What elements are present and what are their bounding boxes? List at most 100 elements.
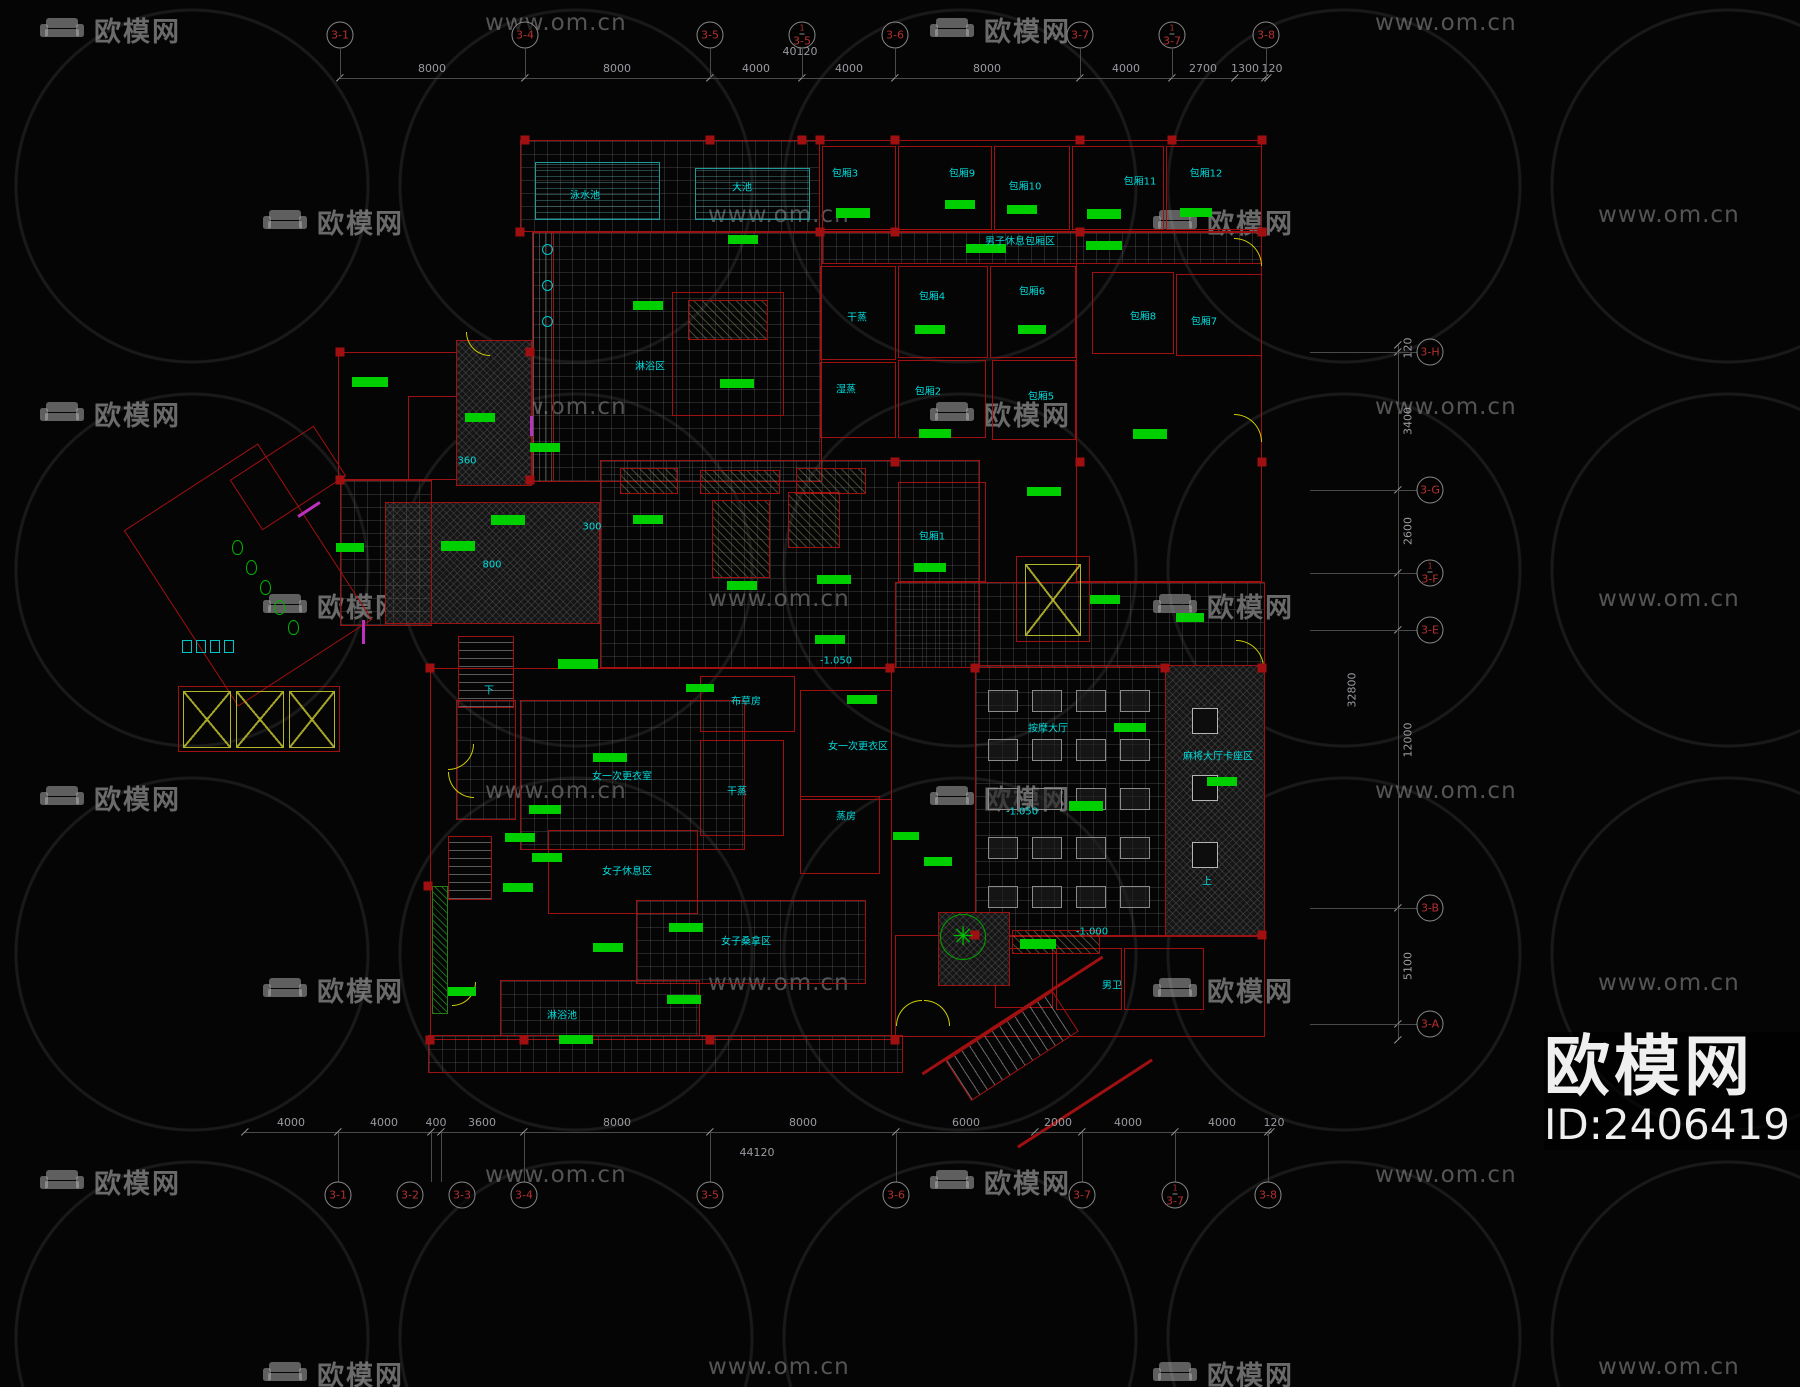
room-wall xyxy=(1092,272,1174,354)
grid-bubble: 3-G xyxy=(1416,476,1444,504)
watermark-brand-text: 欧模网 xyxy=(317,1361,404,1387)
highlight-marker xyxy=(558,659,598,669)
dimension-text: 4000 xyxy=(277,1116,305,1129)
leader-line xyxy=(1175,1132,1176,1182)
leader-line xyxy=(1310,630,1417,631)
watermark-brand-text: 欧模网 xyxy=(317,977,404,1008)
highlight-marker xyxy=(593,753,627,762)
grid-bubble-sup: 1 xyxy=(799,23,805,34)
watermark-brand: 欧模网 xyxy=(1153,586,1294,625)
sofa-icon xyxy=(263,591,307,621)
watermark-url: www.om.cn xyxy=(1598,202,1740,228)
highlight-marker xyxy=(1069,801,1103,811)
massage-chair xyxy=(988,788,1018,810)
highlight-marker xyxy=(1207,777,1237,786)
elevator-icon xyxy=(183,691,231,748)
grid-bubble: 3-1 xyxy=(326,21,354,49)
column-marker xyxy=(335,347,345,357)
mahjong-table xyxy=(1192,708,1218,734)
room-tile xyxy=(520,700,745,850)
dimension-text: 8000 xyxy=(603,62,631,75)
fixture-icon xyxy=(182,640,192,653)
door-frame-line xyxy=(362,620,365,644)
toilet-icon xyxy=(246,560,257,575)
room-wall xyxy=(430,668,892,1040)
column-marker xyxy=(1160,663,1170,673)
room-tile xyxy=(822,232,1262,264)
highlight-marker xyxy=(914,563,946,572)
grid-bubble: 3-A xyxy=(1416,1010,1444,1038)
highlight-marker xyxy=(503,883,533,892)
highlight-marker xyxy=(532,853,562,862)
axis-total: 40120 xyxy=(782,45,818,58)
room-label: 包厢10 xyxy=(1008,181,1042,193)
highlight-marker xyxy=(559,1035,593,1044)
watermark-brand: 欧模网 xyxy=(930,10,1071,49)
room-hatch xyxy=(712,500,770,578)
leader-line xyxy=(896,1132,897,1182)
highlight-marker xyxy=(1133,429,1167,439)
watermark-url-text: www.om.cn xyxy=(1598,586,1740,612)
dimension-text: 2700 xyxy=(1189,62,1217,75)
massage-chair xyxy=(1032,886,1062,908)
toilet-icon xyxy=(260,580,271,595)
column-marker xyxy=(705,1035,715,1045)
room-label: 包厢3 xyxy=(831,168,859,180)
room-wall xyxy=(548,830,698,914)
dimension-line xyxy=(245,1132,1272,1133)
column-marker xyxy=(520,135,530,145)
watermark-brand-text: 欧模网 xyxy=(1207,209,1294,240)
highlight-marker xyxy=(1087,209,1121,219)
room-label: 800 xyxy=(482,559,502,571)
column-marker xyxy=(515,227,525,237)
grid-bubble-label: 3-2 xyxy=(401,1188,419,1202)
grid-bubble: 3-8 xyxy=(1254,1181,1282,1209)
watermark-brand: 欧模网 xyxy=(263,1354,404,1387)
room-label: 麻将大厅卡座区 xyxy=(1183,751,1253,763)
room-label: 包厢5 xyxy=(1027,391,1055,403)
dimension-text: 1300 xyxy=(1231,62,1259,75)
room-label: 包厢9 xyxy=(948,168,976,180)
massage-chair xyxy=(1120,788,1150,810)
massage-chair xyxy=(988,837,1018,859)
dimension-text: 8000 xyxy=(418,62,446,75)
dimension-line xyxy=(340,78,1268,79)
column-marker xyxy=(335,475,345,485)
room-wall xyxy=(1124,948,1204,1010)
fixture-icon xyxy=(210,640,220,653)
grid-bubble-label: 3-A xyxy=(1420,1017,1440,1031)
highlight-marker xyxy=(1018,325,1046,334)
watermark-brand: 欧模网 xyxy=(40,778,181,817)
leader-line xyxy=(1172,48,1173,78)
watermark-brand: 欧模网 xyxy=(40,394,181,433)
toilet-icon xyxy=(288,620,299,635)
highlight-marker xyxy=(915,325,945,334)
room-label: 女子休息区 xyxy=(602,866,652,878)
highlight-marker xyxy=(1007,205,1037,214)
grid-bubble: 3-6 xyxy=(882,1181,910,1209)
highlight-marker xyxy=(529,805,561,814)
room-wall xyxy=(898,482,986,582)
room-label: 布草房 xyxy=(731,696,761,708)
grid-bubble-label: 3-5 xyxy=(793,34,811,47)
watermark-brand: 欧模网 xyxy=(930,1162,1071,1201)
highlight-marker xyxy=(667,995,701,1004)
grid-bubble-label: 3-7 xyxy=(1166,1194,1184,1207)
grid-bubble: 3-7 xyxy=(1066,21,1094,49)
leader-line xyxy=(710,1132,711,1182)
sofa-icon xyxy=(1153,591,1197,621)
leader-line xyxy=(710,48,711,78)
massage-chair xyxy=(1076,886,1106,908)
highlight-marker xyxy=(847,695,877,704)
grid-bubble-label: 3-6 xyxy=(886,28,904,42)
fixture-icon xyxy=(224,640,234,653)
sofa-icon xyxy=(263,975,307,1005)
highlight-marker xyxy=(727,581,757,590)
leader-line xyxy=(802,48,803,78)
grid-bubble: 3-6 xyxy=(881,21,909,49)
highlight-marker xyxy=(893,832,919,840)
highlight-marker xyxy=(465,413,495,422)
watermark-url: www.om.cn xyxy=(708,202,850,228)
brand-badge: 欧模网 ID:2406419 xyxy=(1544,1032,1800,1150)
